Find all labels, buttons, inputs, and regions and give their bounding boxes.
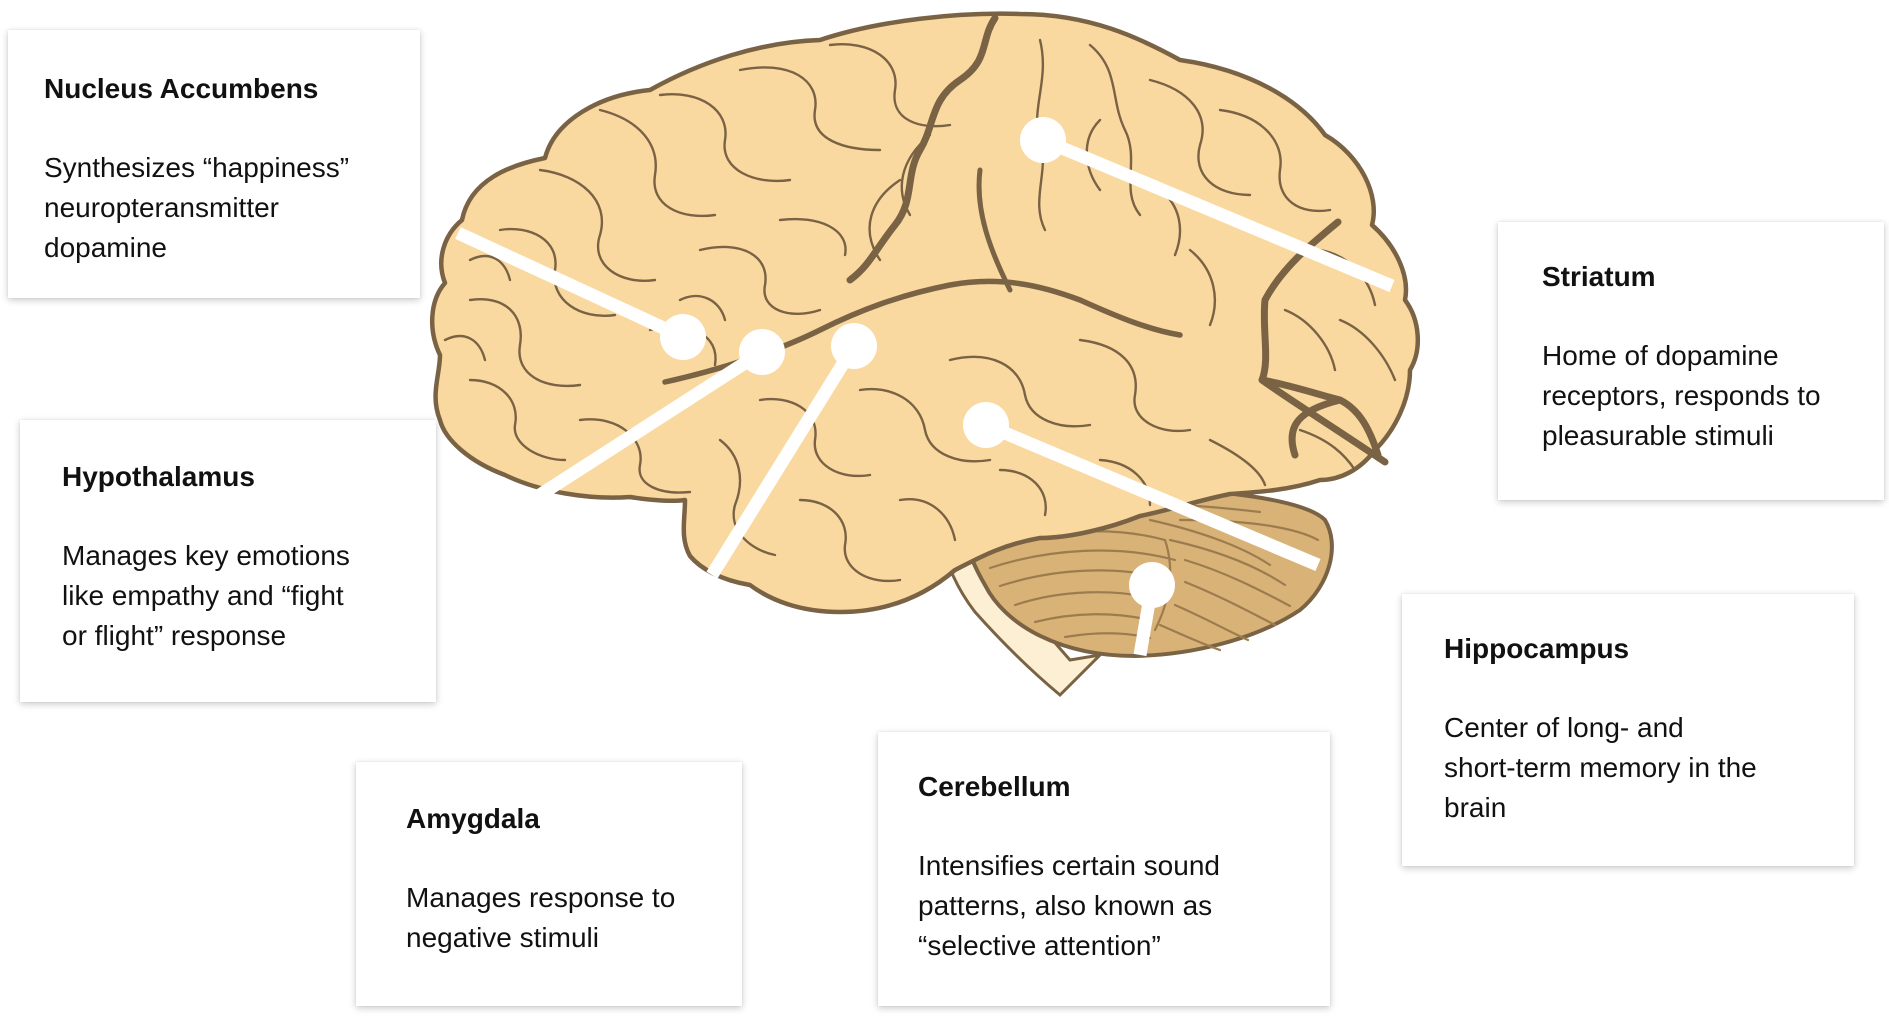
card-title: Cerebellum <box>918 771 1071 802</box>
description-line: “selective attention” <box>918 930 1161 961</box>
description-line: dopamine <box>44 232 167 263</box>
parieto-occipital-sulcus <box>1258 218 1389 466</box>
description-line: like empathy and “fight <box>62 580 344 611</box>
card-nucleus-accumbens: Nucleus Accumbens Synthesizes “happiness… <box>8 30 420 298</box>
card-amygdala: Amygdala Manages response to negative st… <box>356 762 742 1006</box>
description-line: negative stimuli <box>406 922 599 953</box>
description-line: or flight” response <box>62 620 287 651</box>
card-description: Home of dopamine receptors, responds to … <box>1542 336 1821 456</box>
card-title: Striatum <box>1542 261 1656 292</box>
pointer-dot-hippocampus <box>963 402 1009 448</box>
pointer-dot-nucleus-accumbens <box>660 314 706 360</box>
pointer-dot-amygdala <box>831 323 877 369</box>
pointer-dot-cerebellum <box>1129 562 1175 608</box>
card-hypothalamus: Hypothalamus Manages key emotions like e… <box>20 420 436 702</box>
description-line: Intensifies certain sound <box>918 850 1220 881</box>
central-sulcus <box>846 14 999 284</box>
description-line: neuropteransmitter <box>44 192 280 223</box>
pointer-dot-hypothalamus <box>739 329 785 375</box>
description-line: Manages key emotions <box>62 540 350 571</box>
pointer-line-nucleus-accumbens <box>455 227 686 343</box>
card-cerebellum: Cerebellum Intensifies certain sound pat… <box>878 732 1330 1006</box>
description-line: patterns, also known as <box>918 890 1213 921</box>
pointer-line-striatum <box>1040 134 1395 292</box>
description-line: Home of dopamine <box>1542 340 1779 371</box>
card-title: Hypothalamus <box>62 461 255 492</box>
description-line: brain <box>1444 792 1507 823</box>
pointer-line-hypothalamus <box>511 346 766 517</box>
description-line: Synthesizes “happiness” <box>44 152 350 183</box>
card-hippocampus: Hippocampus Center of long- and short-te… <box>1402 594 1854 866</box>
card-description: Synthesizes “happiness” neuropteransmitt… <box>44 148 349 268</box>
pointer-dot-striatum <box>1020 117 1066 163</box>
card-description: Intensifies certain sound patterns, also… <box>918 846 1220 966</box>
description-line: receptors, responds to <box>1542 380 1821 411</box>
card-title: Amygdala <box>406 803 540 834</box>
card-description: Center of long- and short-term memory in… <box>1444 708 1757 828</box>
cerebrum-shape <box>429 11 1421 615</box>
card-title: Hippocampus <box>1444 633 1630 664</box>
card-description: Manages response to negative stimuli <box>406 878 675 958</box>
card-striatum: Striatum Home of dopamine receptors, res… <box>1498 222 1884 500</box>
pointer-line-amygdala <box>706 342 860 579</box>
pointer-line-hippocampus <box>983 419 1321 571</box>
description-line: Manages response to <box>406 882 676 913</box>
description-line: short-term memory in the <box>1444 752 1757 783</box>
card-title: Nucleus Accumbens <box>44 73 319 104</box>
card-description: Manages key emotions like empathy and “f… <box>62 536 350 656</box>
description-line: Center of long- and <box>1444 712 1684 743</box>
description-line: pleasurable stimuli <box>1542 420 1774 451</box>
